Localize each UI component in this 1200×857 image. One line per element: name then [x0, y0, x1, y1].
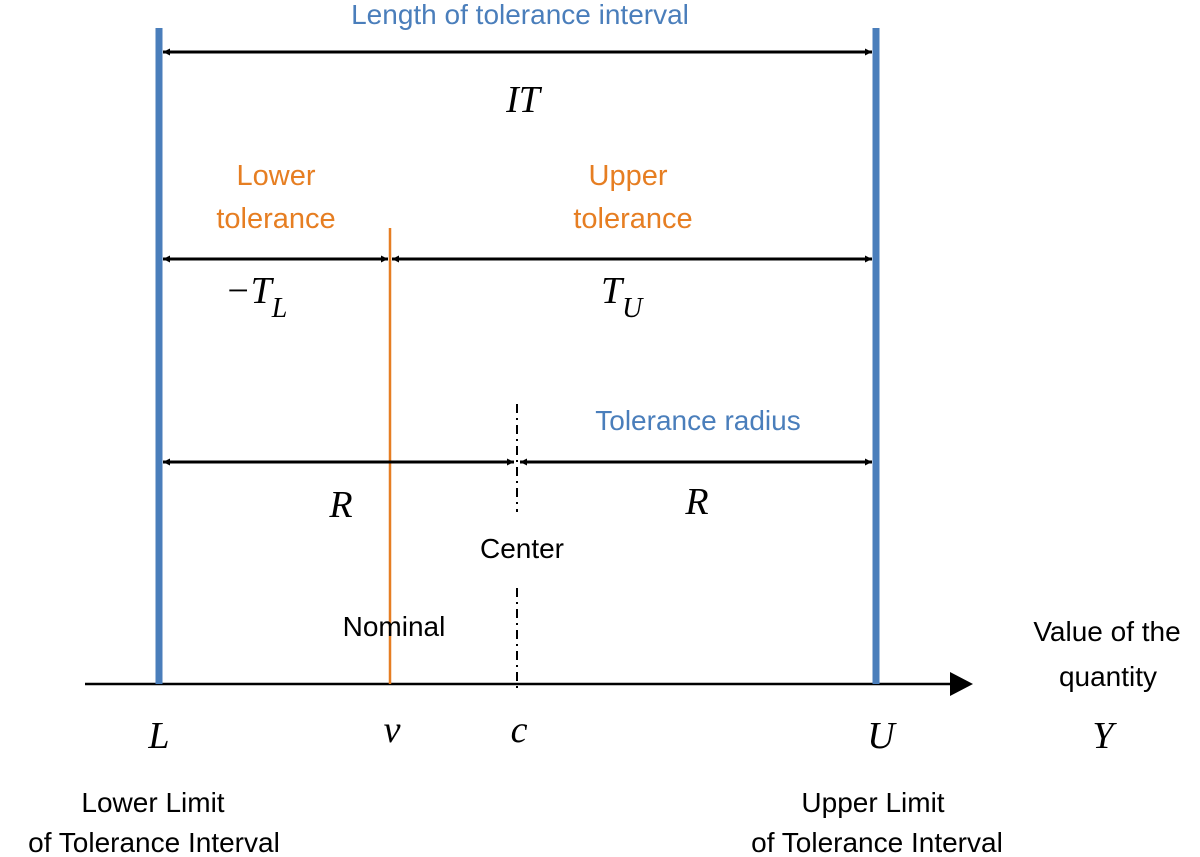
axis-symbol: Y	[1092, 715, 1117, 757]
upper-tolerance-caption-line2: tolerance	[573, 203, 692, 235]
lower-limit-symbol: L	[147, 715, 169, 757]
tolerance-radius-caption: Tolerance radius	[595, 405, 800, 436]
axis-caption-line2: quantity	[1059, 661, 1157, 692]
interval-length-caption: Length of tolerance interval	[351, 0, 689, 30]
axis-caption-line1: Value of the	[1033, 616, 1180, 647]
radius-left-symbol: R	[328, 484, 352, 526]
center-caption: Center	[480, 533, 564, 564]
lower-tolerance-caption-line1: Lower	[237, 160, 316, 192]
upper-tolerance-symbol: TU	[601, 270, 644, 324]
lower-limit-caption-line2: of Tolerance Interval	[28, 827, 280, 857]
radius-right-symbol: R	[684, 481, 708, 523]
lower-limit-caption-line1: Lower Limit	[81, 787, 224, 818]
lower-tolerance-symbol: −TL	[225, 270, 287, 324]
center-symbol: c	[511, 709, 528, 751]
upper-limit-caption-line1: Upper Limit	[801, 787, 944, 818]
lower-tolerance-caption-line2: tolerance	[216, 203, 335, 235]
upper-limit-symbol: U	[867, 715, 897, 757]
upper-limit-caption-line2: of Tolerance Interval	[751, 827, 1003, 857]
nominal-symbol: ν	[384, 709, 401, 751]
value-axis-arrowhead	[950, 672, 973, 696]
upper-tolerance-caption-line1: Upper	[589, 160, 668, 192]
nominal-caption: Nominal	[343, 611, 446, 642]
interval-length-symbol: IT	[505, 79, 543, 121]
